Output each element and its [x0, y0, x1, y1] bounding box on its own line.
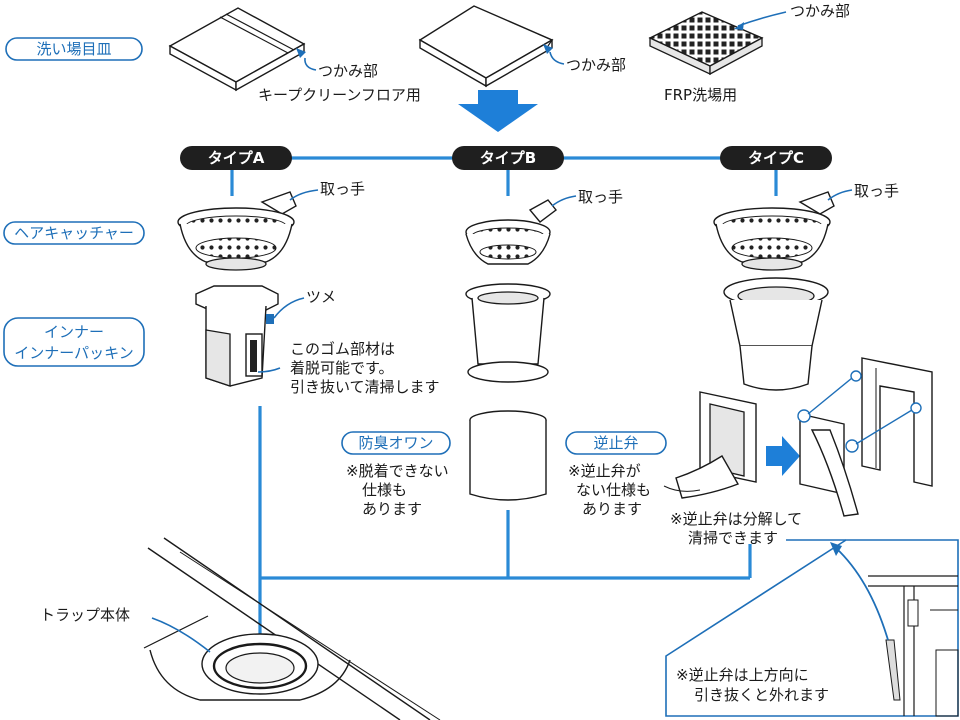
pull-up-arrowhead [830, 542, 842, 556]
rubber-note-line2: 着脱可能です。 [290, 359, 394, 377]
check-note-line3: あります [582, 500, 642, 518]
hair-catcher-b [465, 199, 557, 265]
leader-arrowhead [543, 44, 553, 54]
odor-bowl-label: 防臭オワン [358, 434, 433, 452]
type-a-label: タイプA [208, 149, 265, 167]
frp-label: FRP洗場用 [664, 86, 737, 104]
leader-rubber [257, 367, 281, 373]
leader-frp-handle [737, 11, 787, 27]
keep-clean-handle-label: つかみ部 [318, 62, 378, 80]
right-arrow-icon [766, 436, 800, 476]
hair-catcher-c [713, 191, 835, 271]
inset-frame [665, 539, 959, 717]
leader-trap [151, 617, 211, 653]
type-c-pill: タイプC [720, 146, 832, 170]
inner-a [195, 285, 279, 387]
rubber-note-line1: このゴム部材は [290, 340, 395, 358]
inner-c [723, 277, 829, 391]
rubber-note-line3: 引き抜いて清掃します [290, 378, 440, 396]
pullout-note-line2: 引き抜くと外れます [694, 686, 829, 704]
category-pill-hair-catcher: ヘアキャッチャー [3, 221, 145, 245]
category-pill-grate: 洗い場目皿 [5, 37, 143, 61]
down-arrow-icon [458, 90, 538, 132]
odor-note-line2: 仕様も [362, 481, 407, 499]
check-valve-assembled [675, 391, 757, 499]
category-inner-label: インナー [44, 323, 104, 341]
keep-clean-label: キープクリーンフロア用 [258, 86, 421, 104]
disassemble-note-line1: ※逆止弁は分解して [670, 510, 802, 528]
check-note-line2: ない仕様も [576, 481, 651, 499]
category-inner-packing-label: インナーパッキン [14, 344, 133, 362]
odor-bowl [469, 410, 547, 501]
pull-up-arrow [835, 547, 889, 641]
grate-frp [648, 11, 764, 76]
standard-handle-label: つかみ部 [566, 56, 626, 74]
type-c-label: タイプC [748, 149, 804, 167]
type-b-pill: タイプB [452, 146, 564, 170]
type-a-pill: タイプA [180, 146, 292, 170]
category-hair-catcher-label: ヘアキャッチャー [14, 224, 134, 242]
claw-label: ツメ [306, 288, 336, 306]
type-b-label: タイプB [480, 149, 536, 167]
grate-standard [418, 5, 554, 88]
leader-keep-clean-handle [304, 57, 317, 71]
handle-b-label: 取っ手 [578, 188, 623, 206]
inset-detail [868, 575, 959, 717]
handle-a-label: 取っ手 [320, 180, 365, 198]
frp-handle-label: つかみ部 [790, 2, 850, 20]
check-valve-pill: 逆止弁 [565, 431, 667, 455]
trap-body [143, 537, 441, 720]
handle-c-label: 取っ手 [854, 182, 899, 200]
pullout-note-line1: ※逆止弁は上方向に [676, 666, 809, 684]
leader-standard-handle [549, 51, 565, 65]
leader-handle-b [551, 195, 577, 207]
odor-note-line3: あります [362, 500, 422, 518]
leader-arrowhead [734, 22, 744, 30]
inner-b [465, 283, 551, 383]
swing-arc [663, 485, 701, 492]
odor-note-line1: ※脱着できない [346, 462, 449, 480]
leader-arrowhead [296, 48, 306, 58]
trap-body-label: トラップ本体 [40, 606, 130, 624]
check-valve-label: 逆止弁 [593, 434, 638, 452]
leader-handle-c [827, 189, 853, 201]
leader-handle-a [289, 189, 319, 201]
hair-catcher-a [177, 191, 297, 271]
category-pill-inner: インナー インナーパッキン [3, 317, 145, 367]
grate-keep-clean [168, 7, 306, 92]
check-note-line1: ※逆止弁が [568, 462, 641, 480]
category-grate-label: 洗い場目皿 [36, 40, 111, 58]
odor-bowl-pill: 防臭オワン [341, 431, 451, 455]
leader-claw [273, 297, 305, 319]
check-valve-disassembled [797, 357, 933, 517]
disassemble-note-line2: 清掃できます [688, 529, 778, 547]
